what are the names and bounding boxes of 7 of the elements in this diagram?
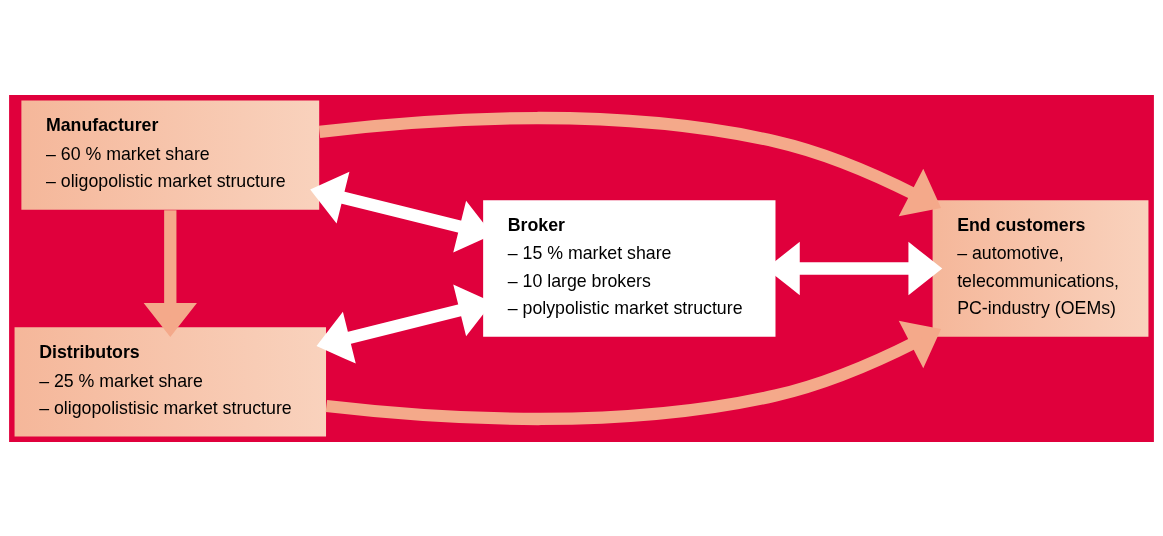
arrow <box>143 209 197 337</box>
node-box: Distributors – 25 % market share – oligopolistisic market structure <box>14 326 327 437</box>
node-box: Manufacturer – 60 % market share – oligopolistic market structure <box>21 99 320 210</box>
node-box: Broker – 15 % market share – 10 large brokers – polypolistic market structure <box>483 199 776 337</box>
node-box: End customers – automotive, telecommunications, PC-industry (OEMs) <box>932 199 1149 337</box>
arrow <box>318 111 942 216</box>
arrow <box>325 320 942 425</box>
